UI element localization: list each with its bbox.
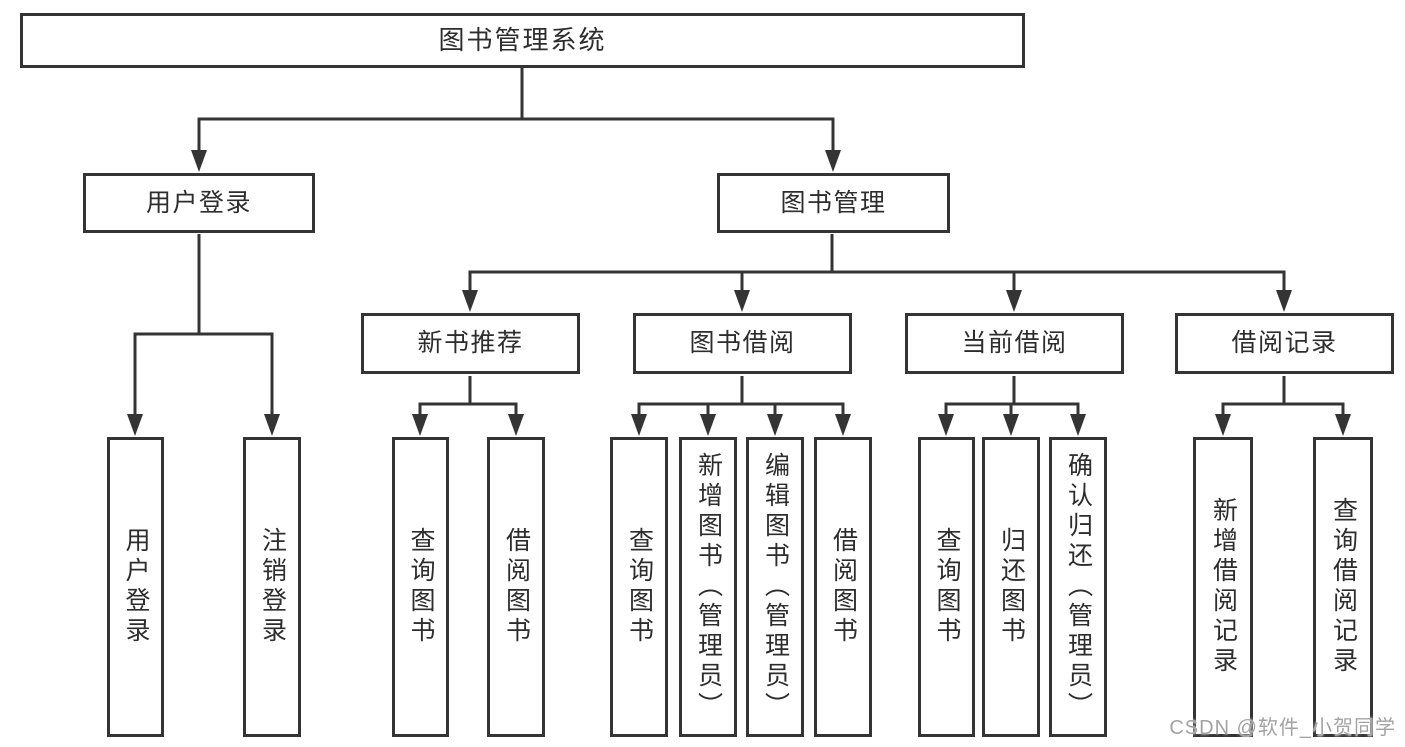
node-new-book-recommend: 新书推荐 — [361, 313, 580, 374]
csdn-watermark: CSDN @软件_小贺同学 — [1169, 717, 1396, 739]
node-book-management: 图书管理 — [717, 173, 950, 233]
node-bb-borrow-book: 借阅图书 — [814, 437, 872, 737]
node-br-add-record: 新增借阅记录 — [1193, 437, 1253, 737]
node-cb-return-book: 归还图书 — [982, 437, 1040, 737]
tree-edges — [133, 68, 1345, 420]
node-br-query-record: 查询借阅记录 — [1313, 437, 1373, 737]
node-bb-add-book-admin: 新增图书（管理员） — [679, 437, 737, 737]
node-cb-query-book: 查询图书 — [918, 437, 975, 737]
node-current-borrow: 当前借阅 — [905, 313, 1124, 374]
node-bb-edit-book-admin: 编辑图书（管理员） — [746, 437, 804, 737]
node-borrow-record: 借阅记录 — [1175, 313, 1394, 374]
node-rec-query-book: 查询图书 — [392, 437, 449, 737]
node-user-login: 用户登录 — [83, 173, 315, 233]
arrowheads — [127, 150, 1351, 436]
node-leaf-logout: 注销登录 — [243, 437, 301, 737]
node-rec-borrow-book: 借阅图书 — [487, 437, 545, 737]
node-root: 图书管理系统 — [20, 13, 1025, 68]
node-cb-confirm-return-admin: 确认归还（管理员） — [1049, 437, 1107, 737]
node-leaf-user-login: 用户登录 — [107, 437, 164, 737]
node-book-borrow: 图书借阅 — [633, 313, 852, 374]
node-bb-query-book: 查询图书 — [610, 437, 668, 737]
